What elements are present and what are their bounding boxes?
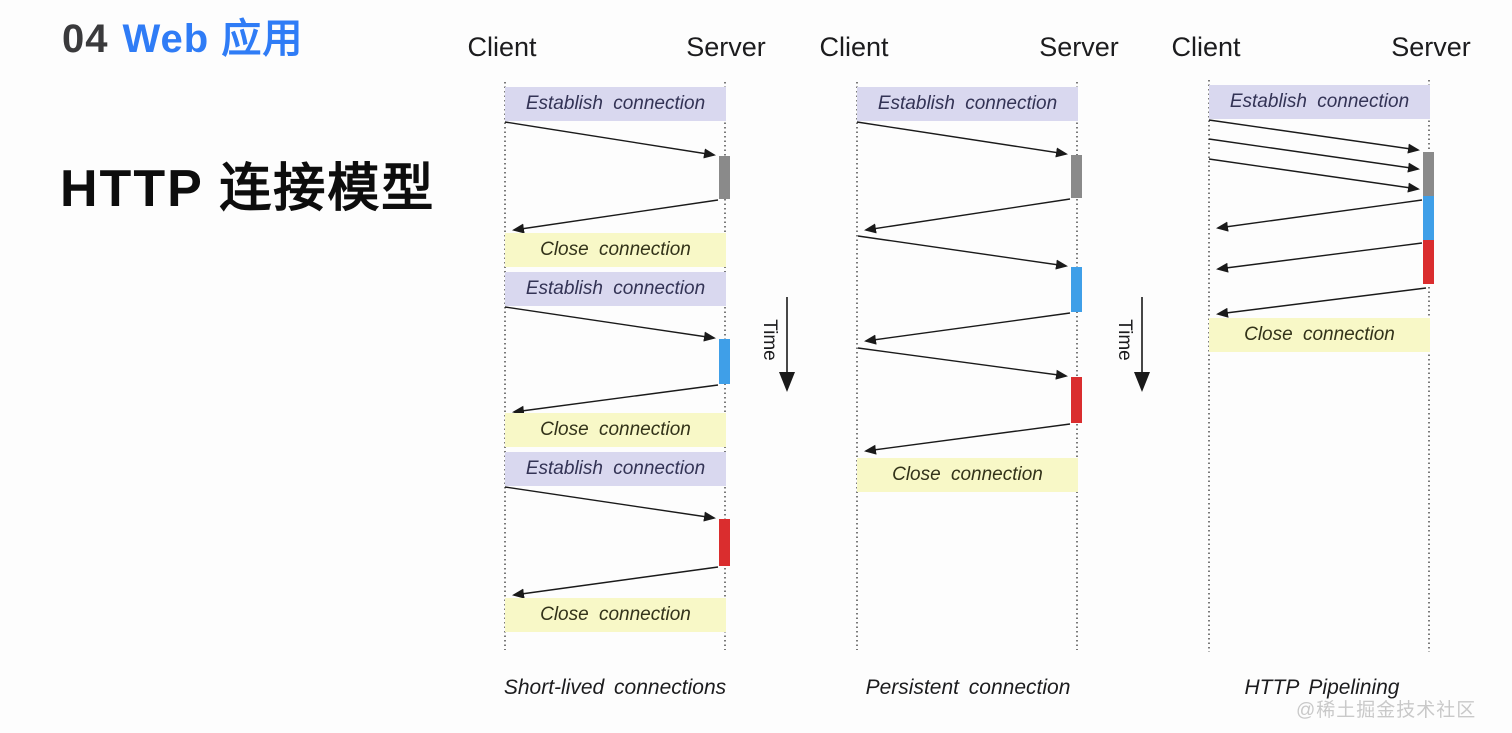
activation-bar-red <box>1423 240 1434 284</box>
establish-connection-banner: Establish connection <box>505 272 726 306</box>
diagram-pipelining-lines <box>1208 80 1434 652</box>
activation-bar-red <box>1071 377 1082 423</box>
watermark: @稀土掘金技术社区 <box>1296 700 1477 721</box>
establish-connection-banner: Establish connection <box>857 87 1078 121</box>
time-arrow-2 <box>1134 297 1150 392</box>
actor-server: Server <box>686 32 766 62</box>
close-connection-banner: Close connection <box>857 458 1078 492</box>
establish-connection-banner: Establish connection <box>505 452 726 486</box>
establish-connection-banner: Establish connection <box>1209 85 1430 119</box>
activation-bar-red <box>719 519 730 566</box>
caption-pipelining: HTTP Pipelining <box>1244 676 1400 699</box>
caption-short-lived: Short-lived connections <box>503 676 727 699</box>
actor-client: Client <box>1171 32 1241 62</box>
caption-persistent: Persistent connection <box>865 676 1071 699</box>
activation-bar-gray <box>1423 152 1434 196</box>
close-connection-banner: Close connection <box>505 233 726 267</box>
section-title: Web 应用 <box>122 17 304 61</box>
activation-bar-gray <box>1071 155 1082 198</box>
close-connection-banner: Close connection <box>505 598 726 632</box>
activation-bar-blue <box>719 339 730 384</box>
activation-bar-blue <box>1423 196 1434 240</box>
section-number: 04 <box>62 17 109 61</box>
establish-connection-banner: Establish connection <box>505 87 726 121</box>
diagram-persistent-lines <box>856 82 1082 650</box>
actor-server: Server <box>1391 32 1471 62</box>
actor-server: Server <box>1039 32 1119 62</box>
activation-bar-blue <box>1071 267 1082 312</box>
time-label: Time <box>759 319 780 361</box>
diagram-short-lived-lines <box>504 82 730 650</box>
time-arrow-1 <box>779 297 795 392</box>
page-title: HTTP 连接模型 <box>60 160 436 218</box>
close-connection-banner: Close connection <box>505 413 726 447</box>
actor-client: Client <box>819 32 889 62</box>
time-label: Time <box>1114 319 1135 361</box>
slide-header: 04 Web 应用 <box>62 6 303 64</box>
close-connection-banner: Close connection <box>1209 318 1430 352</box>
actor-client: Client <box>467 32 537 62</box>
activation-bar-gray <box>719 156 730 199</box>
